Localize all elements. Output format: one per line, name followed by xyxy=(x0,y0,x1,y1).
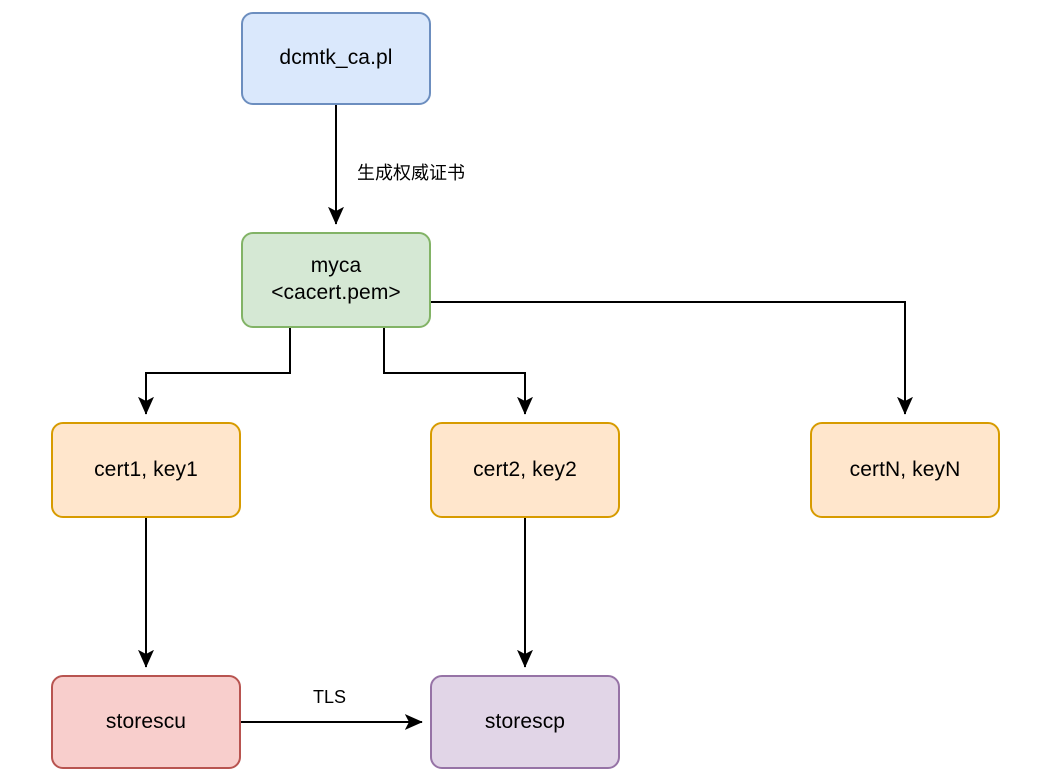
node-label-dcmtk-ca-pl: dcmtk_ca.pl xyxy=(279,46,393,70)
node-storescp[interactable]: storescp xyxy=(430,675,620,769)
node-cert2[interactable]: cert2, key2 xyxy=(430,422,620,518)
edge-label-edge-storescu-to-storescp: TLS xyxy=(313,687,347,707)
node-label-cert1: cert1, key1 xyxy=(94,457,198,481)
node-label-storescp: storescp xyxy=(484,709,566,733)
node-label-storescu: storescu xyxy=(105,709,187,733)
node-label-cert2: cert2, key2 xyxy=(473,457,577,481)
edge-paths xyxy=(138,105,913,730)
node-certN[interactable]: certN, keyN xyxy=(810,422,1000,518)
edge-myca-to-certn xyxy=(431,301,913,415)
edge-myca-to-cert2 xyxy=(383,328,533,415)
node-dcmtk-ca-pl[interactable]: dcmtk_ca.pl xyxy=(241,12,431,105)
node-label-myca: myca <cacert.pem> xyxy=(271,254,401,304)
edge-label-edge-ca-to-myca: 生成权威证书 xyxy=(357,163,465,183)
node-label-certN: certN, keyN xyxy=(849,457,961,481)
node-storescu[interactable]: storescu xyxy=(51,675,241,769)
node-cert1[interactable]: cert1, key1 xyxy=(51,422,241,518)
node-myca[interactable]: myca <cacert.pem> xyxy=(241,232,431,328)
edge-myca-to-cert1 xyxy=(138,328,291,415)
